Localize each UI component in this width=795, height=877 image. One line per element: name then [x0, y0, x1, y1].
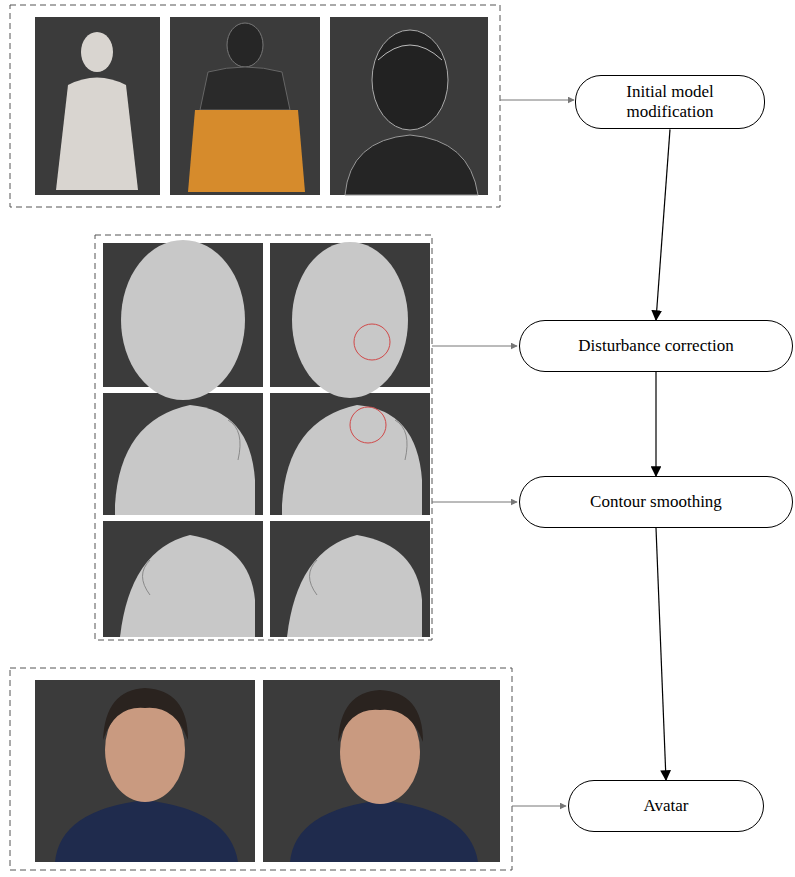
image-panel: [170, 17, 320, 195]
box-label: Avatar: [644, 796, 689, 816]
image-panel: [35, 17, 160, 195]
process-box: Disturbance correction: [519, 320, 793, 372]
leader-line: [432, 502, 517, 503]
mesh-figure: [345, 30, 478, 195]
dashed-frame: [10, 5, 500, 207]
process-box: Initial model modification: [575, 75, 765, 130]
box-label: Disturbance correction: [578, 336, 733, 356]
highlight-circle: [354, 324, 390, 360]
flow-arrow: [655, 372, 656, 476]
flow-arrow: [656, 528, 666, 780]
leader-line: [500, 100, 574, 101]
image-panel: [35, 680, 255, 862]
image-panel: [263, 680, 500, 862]
box-label: Contour smoothing: [590, 492, 722, 512]
dashed-frame: [95, 235, 432, 640]
box-label: Initial model modification: [605, 82, 735, 123]
flow-arrow: [656, 129, 670, 320]
scan-figure: [56, 32, 138, 190]
image-panel: [103, 521, 263, 637]
leader-line: [432, 346, 517, 347]
image-panel: [270, 393, 430, 515]
process-box: Contour smoothing: [519, 476, 793, 528]
leader-line: [512, 806, 566, 807]
scan-figure: [188, 23, 305, 192]
image-panel: [330, 17, 488, 195]
face-scan: [115, 240, 422, 637]
highlight-circle: [350, 407, 386, 443]
avatar-render: [55, 688, 478, 862]
image-panel: [270, 521, 430, 637]
dashed-frame: [10, 668, 512, 870]
process-box: Avatar: [568, 780, 764, 832]
image-panel: [103, 393, 263, 515]
ear-detail: [143, 420, 408, 595]
